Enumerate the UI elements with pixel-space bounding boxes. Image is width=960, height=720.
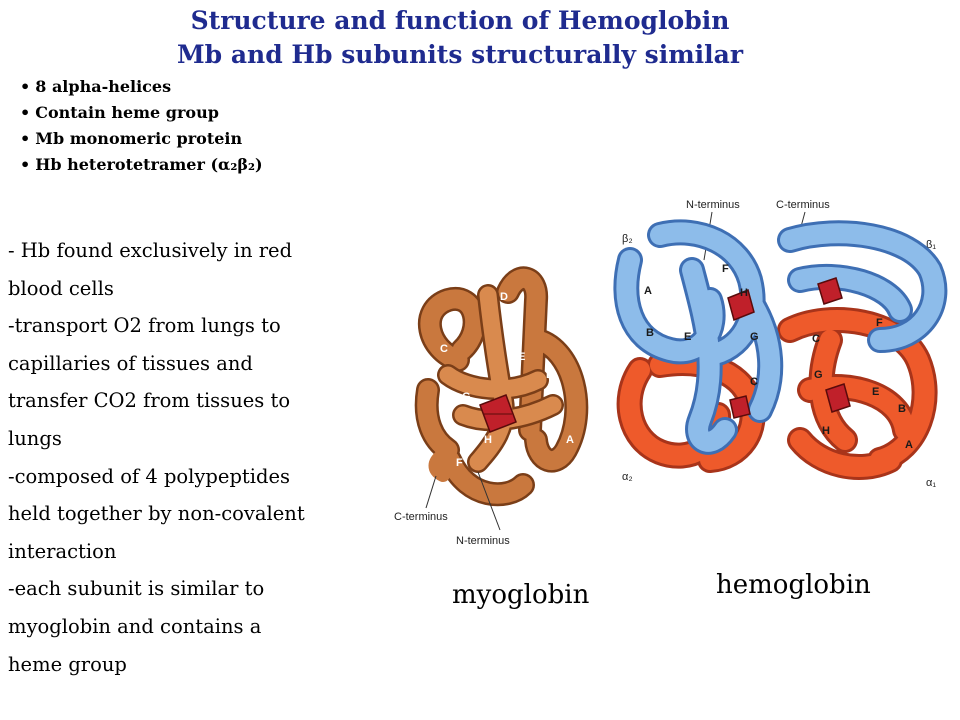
description-paragraph: - Hb found exclusively in red blood cell…	[8, 232, 378, 683]
myoglobin-c-terminus-label: C-terminus	[394, 511, 448, 523]
hemoglobin-n-terminus-label: N-terminus	[686, 199, 740, 211]
myoglobin-helix-label: C	[440, 343, 448, 355]
hemoglobin-heme-icon	[817, 277, 843, 305]
hemoglobin-illustration: N-terminus C-terminus β₂ β₁ α₂ α₁ A F H …	[613, 199, 948, 489]
myoglobin-n-terminus-leader	[477, 471, 501, 531]
bullet-item: Contain heme group	[20, 100, 263, 126]
beta-helix-label: G	[750, 331, 759, 343]
myoglobin-c-terminus-leader	[425, 475, 437, 509]
subunit-label-alpha1: α₁	[926, 477, 936, 489]
beta-helix-label: F	[722, 263, 729, 275]
paragraph-line: held together by non-covalent	[8, 502, 305, 526]
paragraph-line: -each subunit is similar to	[8, 577, 265, 601]
paragraph-line: - Hb found exclusively in red	[8, 239, 293, 262]
myoglobin-helix-label: G	[462, 391, 471, 403]
myoglobin-c-terminus-tail	[428, 448, 450, 482]
paragraph-line: interaction	[8, 539, 117, 563]
beta-helix-label: A	[644, 285, 652, 297]
hemoglobin-heme-icon	[729, 395, 751, 419]
subunit-label-beta2: β₂	[622, 233, 633, 245]
alpha-helix-label: E	[872, 386, 879, 398]
subunit-label-beta1: β₁	[926, 239, 936, 251]
alpha-helix-label: G	[814, 369, 823, 381]
paragraph-line: -composed of 4 polypeptides	[8, 464, 291, 488]
beta-helix-label: C	[750, 376, 758, 388]
myoglobin-helix-label: E	[518, 351, 525, 363]
myoglobin-helix-label: F	[456, 457, 463, 469]
paragraph-line: transfer CO2 from tissues to	[8, 389, 291, 413]
subunit-label-alpha2: α₂	[622, 471, 633, 483]
alpha-helix-label: F	[876, 317, 883, 329]
hemoglobin-caption: hemoglobin	[716, 570, 871, 600]
alpha-helix-label: H	[822, 425, 830, 437]
alpha-helix-label: C	[812, 333, 820, 345]
bullet-item: Mb monomeric protein	[20, 126, 263, 152]
hemoglobin-heme-icon	[727, 288, 755, 322]
myoglobin-helix-label: B	[546, 369, 554, 381]
title-line-1: Structure and function of Hemoglobin	[190, 6, 730, 35]
bullet-item: Hb heterotetramer (α₂β₂)	[20, 152, 262, 178]
myoglobin-n-terminus-label: N-terminus	[456, 535, 510, 547]
myoglobin-helix-label: H	[484, 434, 492, 446]
paragraph-line: -transport O2 from lungs to	[8, 314, 281, 338]
bullet-item: 8 alpha-helices	[20, 74, 263, 100]
paragraph-line: capillaries of tissues and	[8, 351, 253, 375]
myoglobin-illustration: D C G E B H F A C-terminus N-terminus	[394, 266, 589, 547]
myoglobin-helix-label: A	[566, 434, 574, 446]
paragraph-line: myoglobin and contains a	[8, 614, 262, 638]
paragraph-line: lungs	[8, 426, 62, 450]
beta-subunit-tube	[616, 222, 945, 452]
myoglobin-tube	[417, 268, 586, 504]
bullet-list: 8 alpha-helices Contain heme group Mb mo…	[20, 74, 263, 178]
title-line-2: Mb and Hb subunits structurally similar	[176, 40, 744, 69]
beta-helix-label: H	[740, 287, 748, 299]
beta-helix-label: E	[684, 331, 691, 343]
beta-helix-label: B	[646, 327, 654, 339]
myoglobin-heme-icon	[479, 394, 517, 433]
hemoglobin-heme-icon	[825, 383, 851, 413]
paragraph-line: blood cells	[8, 276, 114, 300]
paragraph-line: heme group	[8, 652, 127, 676]
alpha-helix-label: B	[898, 403, 906, 415]
myoglobin-helix-label: D	[500, 291, 508, 303]
alpha-helix-label: A	[905, 439, 913, 451]
hemoglobin-c-terminus-label: C-terminus	[776, 199, 830, 211]
myoglobin-caption: myoglobin	[452, 580, 590, 610]
alpha-subunit-tube	[619, 310, 935, 477]
